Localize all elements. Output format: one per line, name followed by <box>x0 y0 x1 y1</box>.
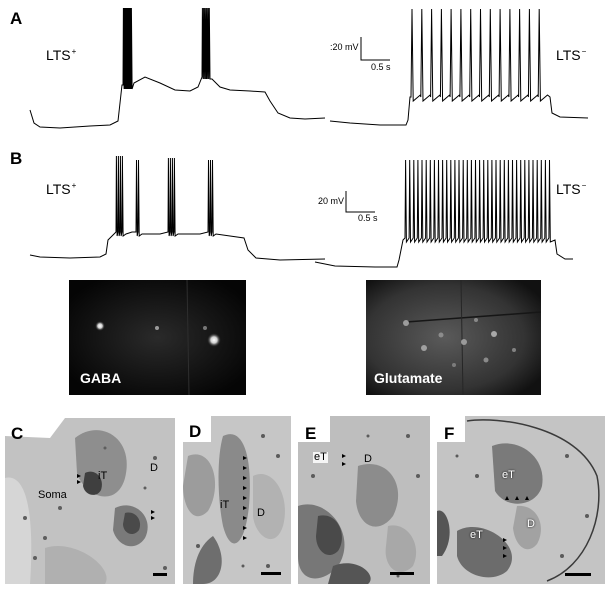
glutamate-fluorescence-image: Glutamate <box>366 280 541 395</box>
em-label-it-c: iT <box>98 470 108 482</box>
trace-lts-plus-b <box>29 155 326 261</box>
scale-bar-a <box>360 37 390 61</box>
lts-plus-label-b: LTS+ <box>46 181 77 197</box>
scale-time-a: 0.5 s <box>371 62 391 72</box>
scale-bar-c <box>153 573 167 576</box>
scale-voltage-b: 20 mV <box>318 196 345 206</box>
em-label-soma: Soma <box>38 489 67 501</box>
em-label-d-d: D <box>257 507 265 519</box>
lts-minus-label-b: LTS− <box>556 181 587 197</box>
scale-time-b: 0.5 s <box>358 213 378 223</box>
em-panel-e <box>298 416 430 584</box>
trace-lts-minus-b <box>314 159 573 268</box>
em-label-d-f: D <box>527 518 535 530</box>
trace-lts-plus-a <box>29 7 326 129</box>
em-label-d-c: D <box>150 462 158 474</box>
panel-label-e: E <box>305 424 317 443</box>
scale-voltage-a: :20 mV <box>330 42 359 52</box>
trace-lts-minus-a <box>329 8 589 126</box>
em-label-d-e: D <box>364 453 372 465</box>
panel-label-d: D <box>189 422 202 441</box>
panel-label-f: F <box>444 424 455 443</box>
em-panel-c <box>5 418 175 584</box>
panel-label-c: C <box>11 424 24 443</box>
scale-bar-f <box>565 573 591 576</box>
em-label-et-f-top: eT <box>502 469 515 481</box>
scale-bar-d <box>261 572 281 575</box>
em-label-et-f-bottom: eT <box>470 529 483 541</box>
glutamate-label: Glutamate <box>374 370 443 386</box>
em-label-et-e: eT <box>313 451 328 463</box>
lts-plus-label-a: LTS+ <box>46 47 77 63</box>
gaba-fluorescence-image: GABA <box>69 280 246 395</box>
panel-label-b: B <box>10 149 23 168</box>
em-panel-d <box>183 416 291 584</box>
gaba-label: GABA <box>80 370 122 386</box>
lts-minus-label-a: LTS− <box>556 47 587 63</box>
em-panel-f <box>437 416 605 584</box>
scale-bar-b <box>345 191 375 213</box>
scale-bar-e <box>390 572 414 575</box>
em-label-it-d: iT <box>220 499 230 511</box>
panel-label-a: A <box>10 9 23 28</box>
